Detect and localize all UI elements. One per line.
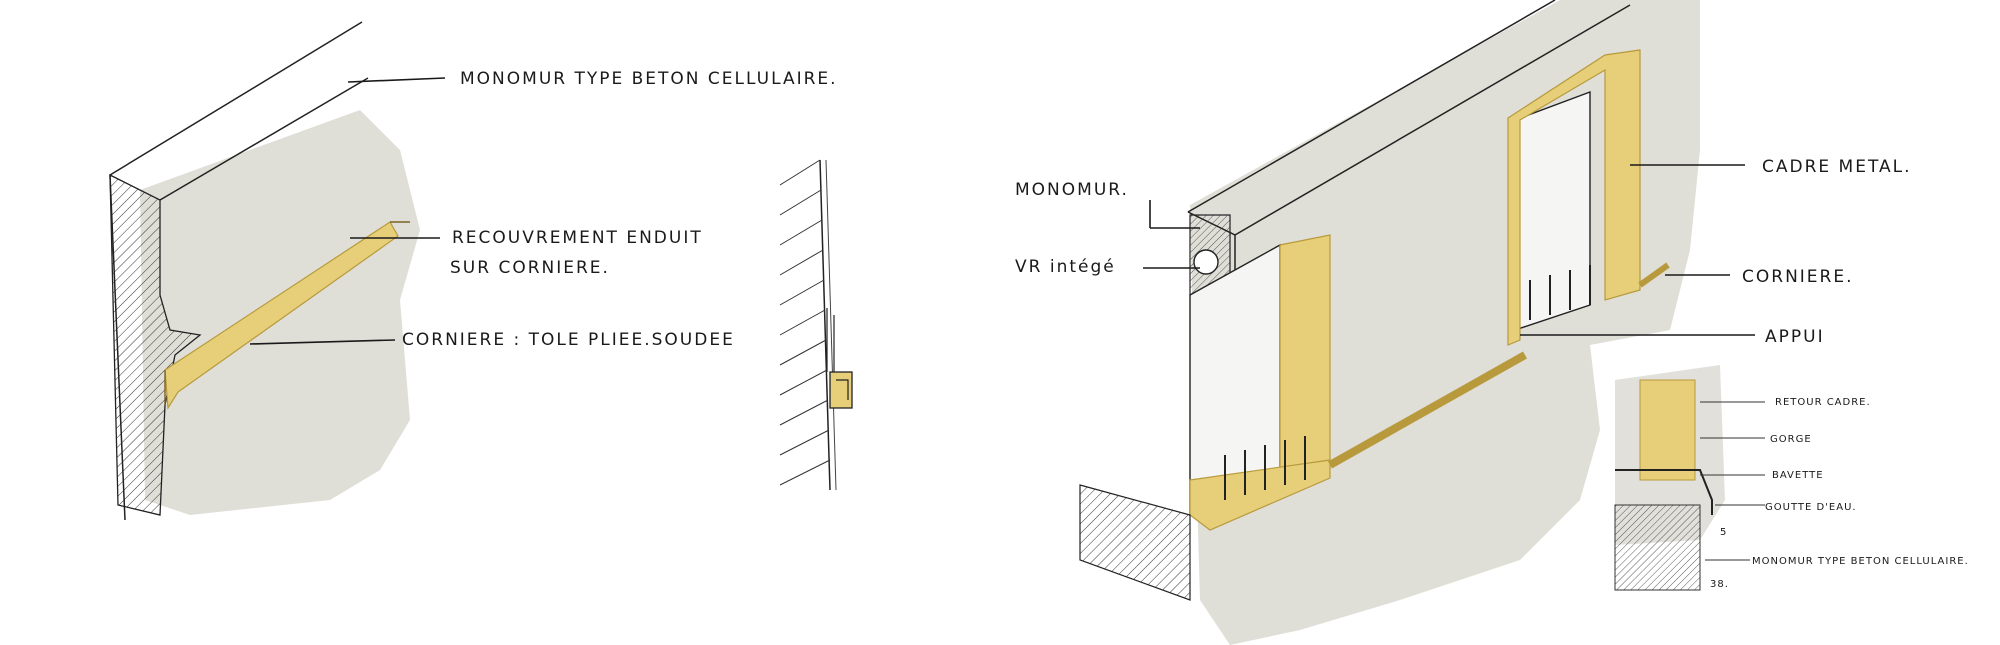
section-wall-line: [819, 159, 831, 491]
left-wall-top: [109, 21, 369, 521]
section-render-line: [825, 159, 837, 491]
detail-wall-hatch: [1614, 504, 1701, 591]
label-angle: CORNIERE : TOLE PLIEE.SOUDEE: [402, 330, 735, 350]
left-sketch: MONOMUR TYPE BETON CELLULAIRE. RECOUVREM…: [109, 21, 838, 521]
detail-label-drip: GOUTTE D'EAU.: [1765, 502, 1857, 513]
section-hatch: [779, 159, 831, 486]
detail-leaders: [1700, 401, 1765, 561]
label-frame: CADRE METAL.: [1762, 157, 1912, 177]
upper-window-rails: [1529, 265, 1591, 320]
label-render-line2: SUR CORNIERE.: [450, 258, 610, 278]
label-wall: MONOMUR TYPE BETON CELLULAIRE.: [460, 69, 838, 89]
leader-wall: [347, 77, 446, 83]
detail-frame-brass: [1639, 379, 1696, 481]
left-angle-brass: [164, 221, 399, 410]
sill-line: [1328, 351, 1527, 469]
detail-label-wall: MONOMUR TYPE BETON CELLULAIRE.: [1752, 556, 1969, 567]
label-vr: VR intégé: [1015, 257, 1116, 277]
section-angle-profile: [829, 371, 853, 409]
detail-profile: [1615, 469, 1713, 515]
label-sill: APPUI: [1765, 327, 1825, 347]
right-base-hatch: [1079, 484, 1191, 601]
leader-angle: [249, 339, 396, 345]
left-angle-edge: [164, 221, 410, 405]
label-right-angle: CORNIERE.: [1742, 267, 1854, 287]
detail-dim-38: 38.: [1710, 579, 1729, 590]
detail-label-flashing: BAVETTE: [1772, 470, 1824, 481]
detail-label-groove: GORGE: [1770, 434, 1812, 445]
upper-window-frame-brass: [1507, 49, 1641, 346]
section-angle-detail: [826, 308, 849, 400]
left-wall-section: [109, 173, 202, 516]
detail-label-return: RETOUR CADRE.: [1775, 397, 1871, 408]
section-sketch: [779, 159, 853, 491]
label-render-line1: RECOUVREMENT ENDUIT: [452, 228, 703, 248]
right-angle-brass: [1638, 262, 1670, 288]
lower-window-rails: [1224, 436, 1306, 500]
roller-shutter-icon: [1193, 249, 1219, 275]
right-sketch: MONOMUR. VR intégé CADRE METAL. CORNIERE…: [1015, 0, 1912, 645]
label-monomur: MONOMUR.: [1015, 180, 1129, 200]
upper-window-opening: [1514, 90, 1591, 331]
detail-dim-5: 5: [1720, 527, 1727, 538]
detail-sketch: RETOUR CADRE. GORGE BAVETTE GOUTTE D'EAU…: [1614, 365, 1969, 591]
